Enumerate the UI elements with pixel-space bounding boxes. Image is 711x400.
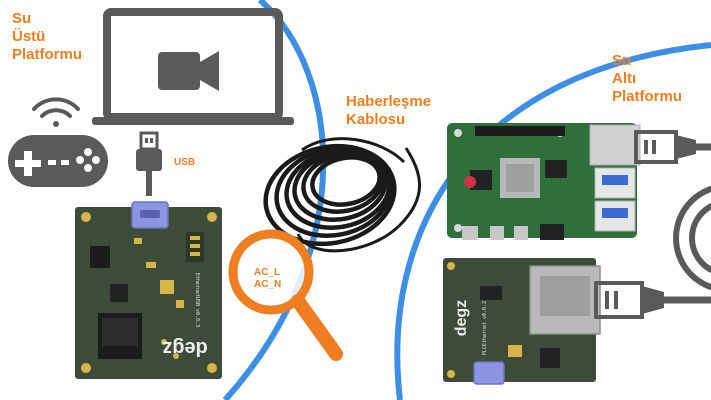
raspberry-pi-board	[447, 123, 641, 240]
gamepad-icon	[8, 135, 108, 187]
surface-label-line1: Su	[12, 10, 32, 27]
surface-label-line3: Platformu	[12, 46, 83, 63]
underwater-pcb-board: degz PLCEthernet v0.0.2	[443, 258, 601, 385]
ac-label: AC_L AC_N	[254, 267, 281, 291]
wifi-icon	[32, 97, 80, 127]
underwater-label-line1: Su	[612, 52, 632, 69]
surface-pcb-model: EthernetUSB v0.0.3	[194, 273, 200, 327]
underwater-label-line3: Platformu	[612, 88, 683, 105]
concentric-circle-icon	[673, 185, 711, 291]
underwater-platform-label: Su Altı Platformu	[612, 52, 682, 106]
usb-plug-icon	[136, 131, 162, 196]
underwater-label-line2: Altı	[612, 70, 637, 87]
usb-label: USB	[174, 157, 196, 168]
surface-pcb-board: degz EthernetUSB v0.0.3	[75, 201, 222, 379]
laptop-camera-icon	[92, 8, 294, 125]
surface-platform-label: Su Üstü Platformu	[12, 10, 82, 64]
cable-label-line2: Kablosu	[346, 111, 406, 128]
ethernet-plug-icon-top	[634, 130, 711, 164]
surface-pcb-brand: degz	[162, 337, 208, 359]
underwater-pcb-brand: degz	[453, 300, 470, 336]
magnifier-icon	[228, 229, 343, 361]
cable-label-line1: Haberleşme	[346, 93, 432, 110]
ac-label-line1: AC_L	[254, 267, 281, 278]
cable-label: Haberleşme Kablosu	[346, 93, 431, 129]
surface-label-line2: Üstü	[12, 28, 46, 45]
ethernet-plug-icon-bottom	[594, 281, 711, 319]
underwater-pcb-model: PLCEthernet v0.0.2	[482, 301, 488, 355]
surface-boundary-arc	[222, 0, 327, 400]
ac-label-line2: AC_N	[254, 279, 282, 290]
communication-cable-coil	[263, 137, 421, 253]
